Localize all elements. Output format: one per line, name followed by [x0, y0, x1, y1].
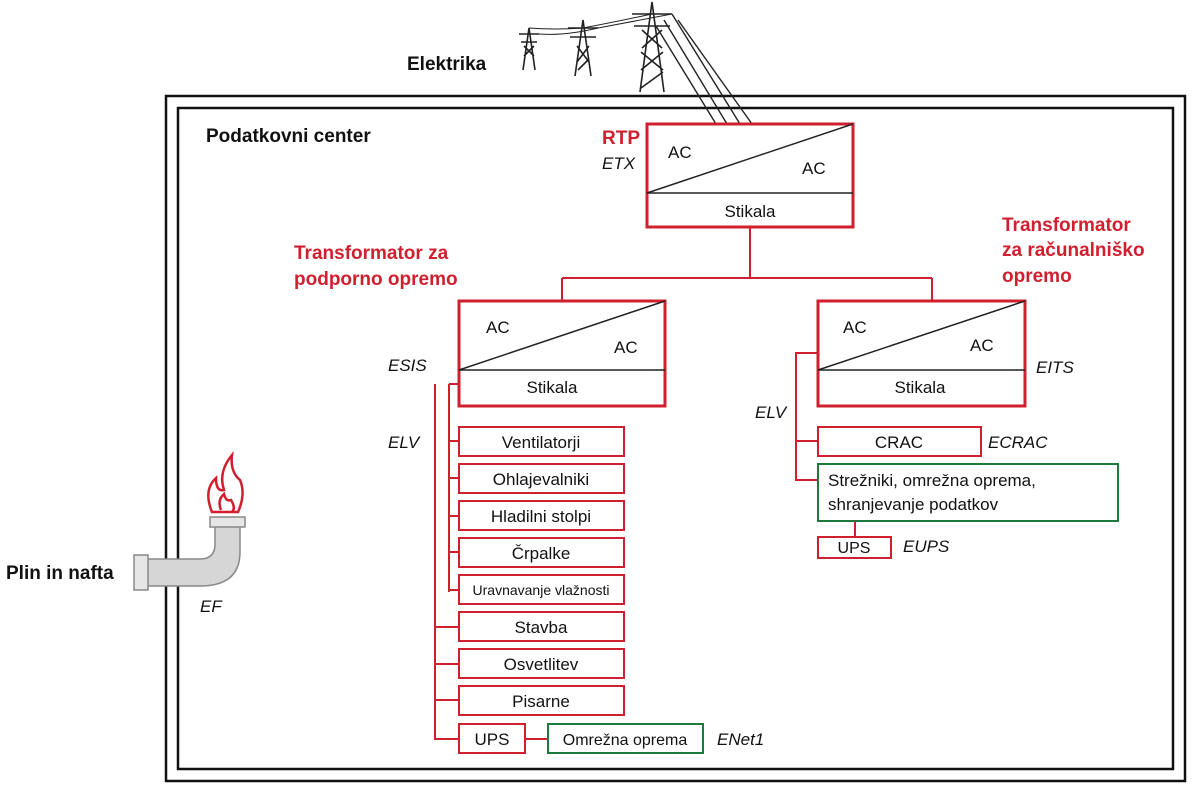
it-ac-out: AC: [970, 336, 994, 355]
it-title-line1: Transformator: [1002, 215, 1131, 236]
it-diagonal: [817, 300, 1026, 371]
load-box: [458, 426, 625, 457]
load-ohlajevalniki: Ohlajevalniki: [493, 470, 589, 489]
outer-frame: [164, 94, 1187, 783]
support-code: ESIS: [388, 356, 427, 375]
support-elv-label: ELV: [388, 433, 421, 452]
it-title-line2: za računalniško: [1002, 240, 1145, 261]
it-load-bus: [795, 352, 856, 537]
crac-label: CRAC: [875, 433, 923, 452]
inner-frame: [176, 106, 1175, 771]
load-stavba: Stavba: [515, 618, 568, 637]
crac-box: [817, 426, 982, 457]
load-box: [458, 537, 625, 568]
load-osvetlitev: Osvetlitev: [504, 655, 579, 674]
load-box: [458, 611, 625, 642]
load-pisarne: Pisarne: [512, 692, 570, 711]
flame-icon: [207, 450, 244, 514]
support-title-line2: podporno opremo: [294, 269, 458, 290]
load-ventilatorji: Ventilatorji: [502, 433, 580, 452]
it-ac-in: AC: [843, 318, 867, 337]
support-transformer: Transformator za podporno opremo ESIS AC…: [294, 243, 667, 408]
gas-label: Plin in nafta: [6, 563, 114, 584]
servers-box: [817, 463, 1119, 522]
support-ac-out: AC: [614, 338, 638, 357]
gas-pipe-icon: [133, 516, 246, 591]
it-elv-label: ELV: [755, 403, 788, 422]
it-title-line3: opremo: [1002, 266, 1072, 287]
elektrika-label: Elektrika: [407, 54, 487, 75]
support-switch: Stikala: [526, 378, 578, 397]
load-box: [458, 723, 526, 754]
rtp-ac-in: AC: [668, 143, 692, 162]
it-box: [816, 299, 1027, 408]
power-towers-icon: [519, 1, 753, 125]
rtp-diagonal: [646, 123, 854, 194]
it-ups-box: [817, 536, 892, 559]
support-ac-in: AC: [486, 318, 510, 337]
network-code: ENet1: [717, 730, 764, 749]
rtp-code: ETX: [602, 154, 636, 173]
data-center-label: Podatkovni center: [206, 126, 371, 147]
it-ups-code: EUPS: [903, 537, 950, 556]
support-load-bus: [434, 383, 548, 740]
it-code: EITS: [1036, 358, 1074, 377]
rtp-feed-lines: [561, 227, 933, 301]
load-box: [458, 463, 625, 494]
rtp-transformer: RTP ETX AC AC Stikala: [602, 122, 855, 229]
ef-label: EF: [200, 597, 223, 616]
network-box: [547, 723, 704, 754]
rtp-box: [645, 122, 855, 229]
load-ups: UPS: [475, 730, 510, 749]
it-ups-label: UPS: [838, 540, 871, 557]
rtp-title: RTP: [602, 128, 640, 149]
crac-code: ECRAC: [988, 433, 1048, 452]
load-box: [458, 648, 625, 679]
load-box: [458, 685, 625, 716]
load-box: [458, 574, 625, 605]
support-diagonal: [458, 300, 666, 371]
servers-line2: shranjevanje podatkov: [828, 495, 999, 514]
rtp-ac-out: AC: [802, 159, 826, 178]
support-title-line1: Transformator za: [294, 243, 449, 264]
it-switch: Stikala: [894, 378, 946, 397]
load-box: [458, 500, 625, 531]
it-transformer: Transformator za računalniško opremo EIT…: [816, 215, 1145, 408]
load-hladilni-stolpi: Hladilni stolpi: [491, 507, 591, 526]
support-loads: Ventilatorji Ohlajevalniki Hladilni stol…: [458, 426, 704, 754]
load-crpalke: Črpalke: [512, 544, 571, 563]
load-uravnavanje-vlaznosti: Uravnavanje vlažnosti: [473, 582, 610, 598]
support-box: [457, 299, 667, 408]
network-equipment: Omrežna oprema: [563, 732, 688, 749]
rtp-switch: Stikala: [724, 202, 776, 221]
servers-line1: Strežniki, omrežna oprema,: [828, 471, 1036, 490]
